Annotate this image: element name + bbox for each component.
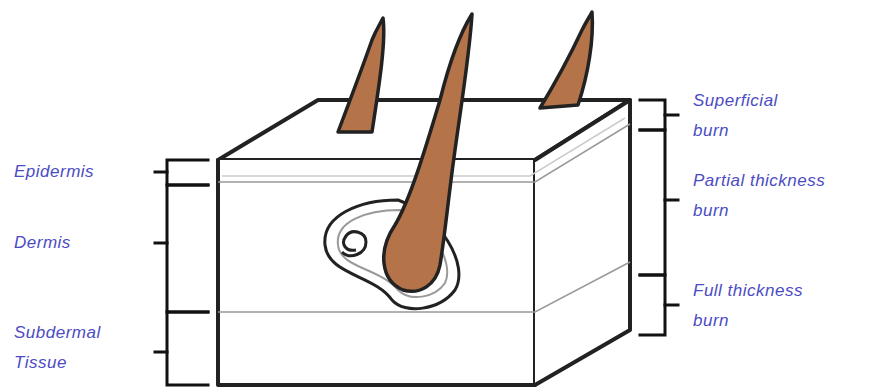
central-hair bbox=[384, 14, 472, 291]
epidermis-tick bbox=[155, 171, 167, 174]
epidermis-bracket bbox=[167, 160, 208, 185]
partial-tick bbox=[665, 199, 678, 202]
superficial-tick bbox=[665, 114, 678, 117]
right-hair bbox=[540, 12, 592, 108]
full-bracket bbox=[640, 275, 665, 335]
front-face bbox=[218, 160, 535, 385]
superficial-bracket bbox=[640, 100, 665, 130]
dermis-bracket bbox=[167, 185, 208, 312]
left-hair bbox=[338, 18, 384, 132]
full-tick bbox=[665, 304, 678, 307]
skin-layer-label: Dermis bbox=[14, 228, 154, 258]
partial-bracket bbox=[640, 130, 665, 275]
subdermal-tick bbox=[155, 351, 167, 354]
burn-depth-label: Partial thickness burn bbox=[693, 166, 831, 226]
skin-layer-label: Epidermis bbox=[14, 157, 154, 187]
side-face bbox=[535, 100, 630, 385]
skin-layer-label: Subdermal Tissue bbox=[14, 318, 124, 378]
burn-depth-label: Full thickness burn bbox=[693, 276, 831, 336]
subdermal-bracket bbox=[167, 312, 208, 385]
burn-depth-label: Superficial burn bbox=[693, 86, 813, 146]
dermis-tick bbox=[155, 242, 167, 245]
